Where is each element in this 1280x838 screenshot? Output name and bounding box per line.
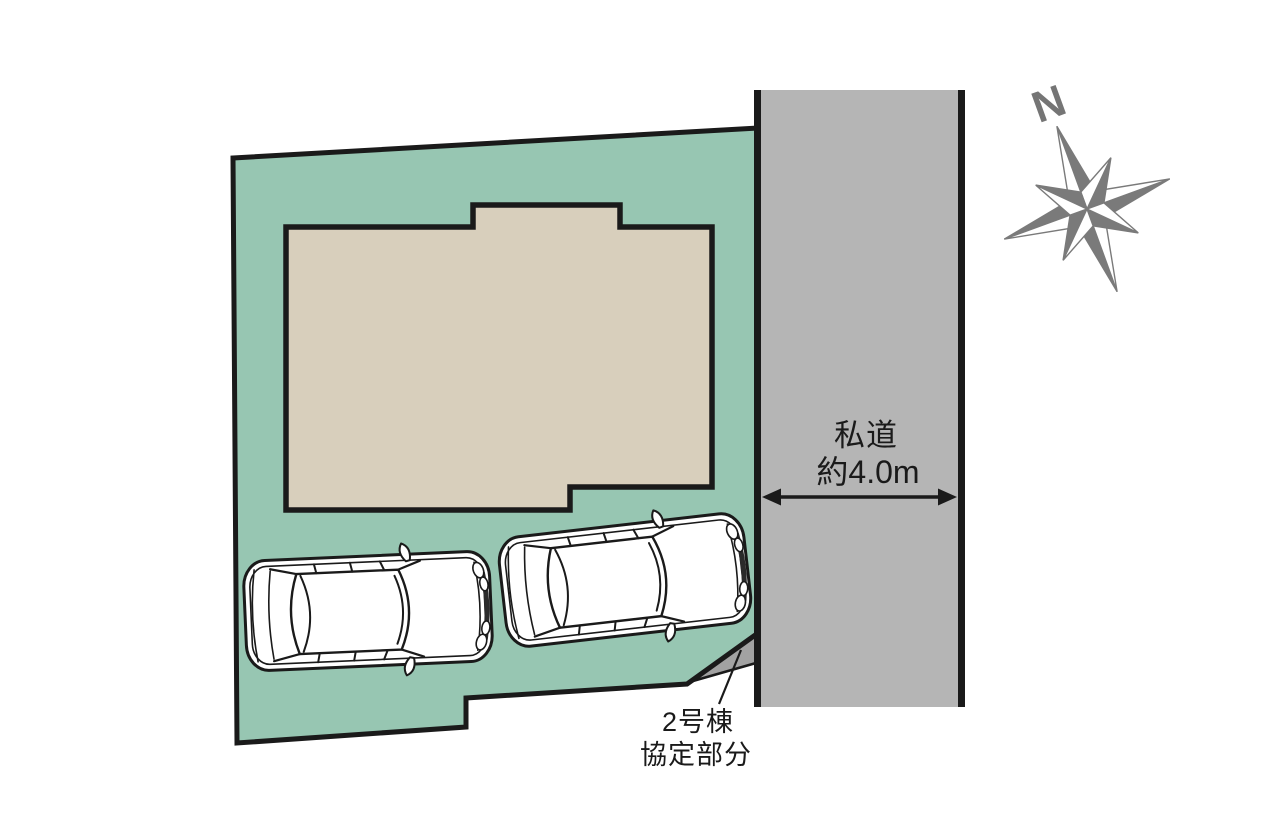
compass-rose: N [1003, 76, 1171, 293]
annotation-leader-line [717, 649, 743, 705]
road-width-label: 約4.0m [816, 454, 919, 490]
car-1 [242, 540, 494, 683]
annotation-line-1: 2号棟 [662, 707, 734, 737]
road-label: 私道 [834, 418, 898, 453]
width-dimension-arrow [762, 488, 957, 506]
private-road [756, 90, 962, 707]
compass-north-label: N [1026, 76, 1073, 133]
annotation-line-2: 協定部分 [640, 740, 752, 770]
building-footprint [283, 202, 715, 513]
